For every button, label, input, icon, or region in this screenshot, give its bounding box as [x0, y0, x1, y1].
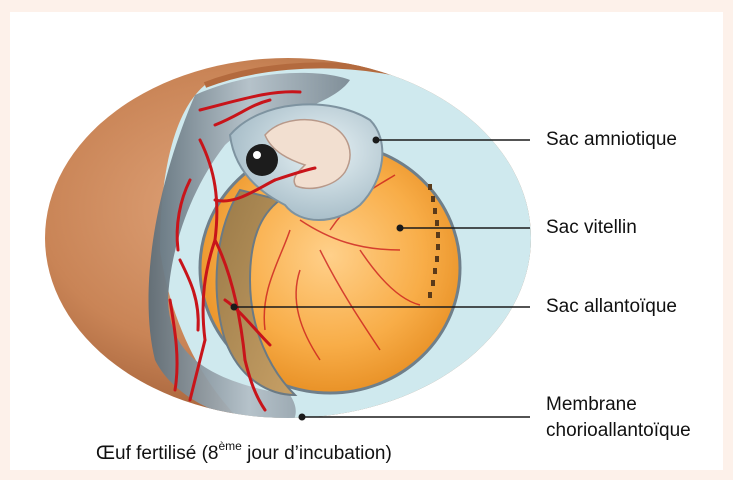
figure-caption: Œuf fertilisé (8ème jour d’incubation): [96, 443, 392, 465]
caption-text-end: jour d’incubation): [242, 443, 392, 464]
label-amniotic-sac: Sac amniotique: [546, 129, 677, 151]
embryo-eye: [246, 144, 278, 176]
label-membrane-line2: chorioallantoïque: [546, 420, 691, 442]
label-allantois-sac: Sac allantoïque: [546, 296, 677, 318]
caption-superscript: ème: [218, 439, 241, 453]
label-membrane-line1: Membrane: [546, 394, 637, 416]
label-yolk-sac: Sac vitellin: [546, 217, 637, 239]
embryo-eye-highlight: [253, 151, 261, 159]
caption-text-start: Œuf fertilisé (8: [96, 443, 218, 464]
